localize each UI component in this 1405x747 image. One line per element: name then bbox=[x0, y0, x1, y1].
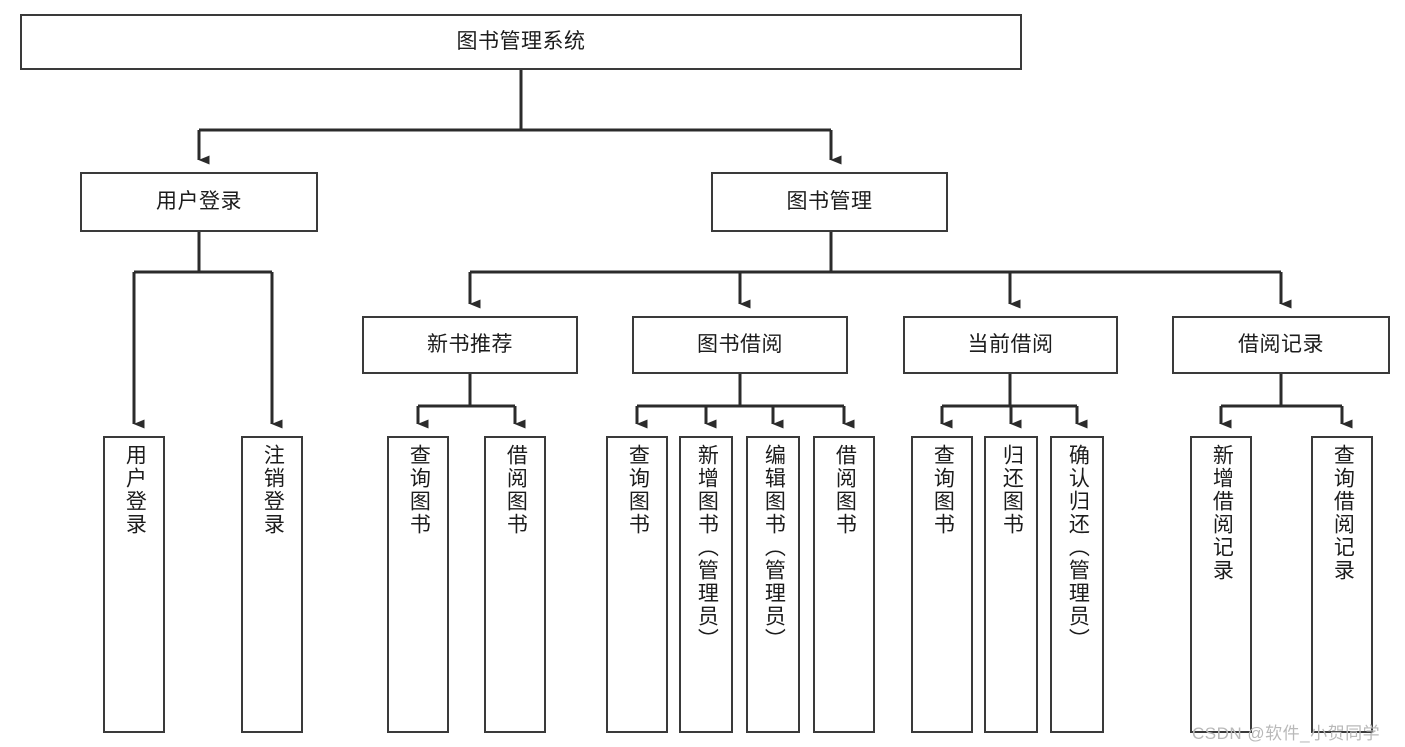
node-current-borrow[interactable]: 当前借阅 bbox=[903, 316, 1118, 374]
node-leaf-query-book-1[interactable]: 查询图书 bbox=[387, 436, 449, 733]
node-leaf-query-book-3[interactable]: 查询图书 bbox=[911, 436, 973, 733]
node-book-manage[interactable]: 图书管理 bbox=[711, 172, 948, 232]
node-leaf-confirm-return-label: 确认归还（管理员） bbox=[1066, 444, 1090, 651]
node-user-login[interactable]: 用户登录 bbox=[80, 172, 318, 232]
node-borrow-record-label: 借阅记录 bbox=[1238, 332, 1324, 356]
node-leaf-add-book-label: 新增图书（管理员） bbox=[695, 444, 719, 651]
node-leaf-query-book-2[interactable]: 查询图书 bbox=[606, 436, 668, 733]
node-book-borrow[interactable]: 图书借阅 bbox=[632, 316, 848, 374]
node-book-borrow-label: 图书借阅 bbox=[697, 332, 783, 356]
node-leaf-query-book-1-label: 查询图书 bbox=[407, 444, 431, 536]
node-root-label: 图书管理系统 bbox=[456, 29, 586, 53]
node-user-login-label: 用户登录 bbox=[156, 189, 242, 213]
node-current-borrow-label: 当前借阅 bbox=[967, 332, 1054, 356]
node-leaf-edit-book[interactable]: 编辑图书（管理员） bbox=[746, 436, 800, 733]
node-leaf-query-book-2-label: 查询图书 bbox=[626, 444, 650, 536]
csdn-watermark: CSDN @软件_小贺同学 bbox=[1192, 724, 1381, 743]
node-leaf-add-record-label: 新增借阅记录 bbox=[1210, 444, 1234, 582]
node-leaf-confirm-return[interactable]: 确认归还（管理员） bbox=[1050, 436, 1104, 733]
node-new-book-rec[interactable]: 新书推荐 bbox=[362, 316, 578, 374]
node-leaf-user-login-label: 用户登录 bbox=[123, 444, 147, 536]
node-root[interactable]: 图书管理系统 bbox=[20, 14, 1022, 70]
node-leaf-borrow-book-2-label: 借阅图书 bbox=[833, 444, 857, 536]
node-leaf-user-login[interactable]: 用户登录 bbox=[103, 436, 165, 733]
node-leaf-return-book-label: 归还图书 bbox=[1000, 444, 1024, 536]
node-leaf-user-logout[interactable]: 注销登录 bbox=[241, 436, 303, 733]
node-leaf-query-record-label: 查询借阅记录 bbox=[1331, 444, 1355, 582]
node-leaf-borrow-book-2[interactable]: 借阅图书 bbox=[813, 436, 875, 733]
node-leaf-borrow-book-1[interactable]: 借阅图书 bbox=[484, 436, 546, 733]
node-leaf-add-record[interactable]: 新增借阅记录 bbox=[1190, 436, 1252, 733]
node-leaf-add-book[interactable]: 新增图书（管理员） bbox=[679, 436, 733, 733]
node-leaf-user-logout-label: 注销登录 bbox=[261, 444, 285, 536]
node-borrow-record[interactable]: 借阅记录 bbox=[1172, 316, 1390, 374]
node-new-book-rec-label: 新书推荐 bbox=[427, 332, 513, 356]
node-leaf-edit-book-label: 编辑图书（管理员） bbox=[762, 444, 786, 651]
node-leaf-borrow-book-1-label: 借阅图书 bbox=[504, 444, 528, 536]
node-book-manage-label: 图书管理 bbox=[786, 189, 873, 213]
node-leaf-query-book-3-label: 查询图书 bbox=[931, 444, 955, 536]
node-leaf-return-book[interactable]: 归还图书 bbox=[984, 436, 1038, 733]
node-leaf-query-record[interactable]: 查询借阅记录 bbox=[1311, 436, 1373, 733]
